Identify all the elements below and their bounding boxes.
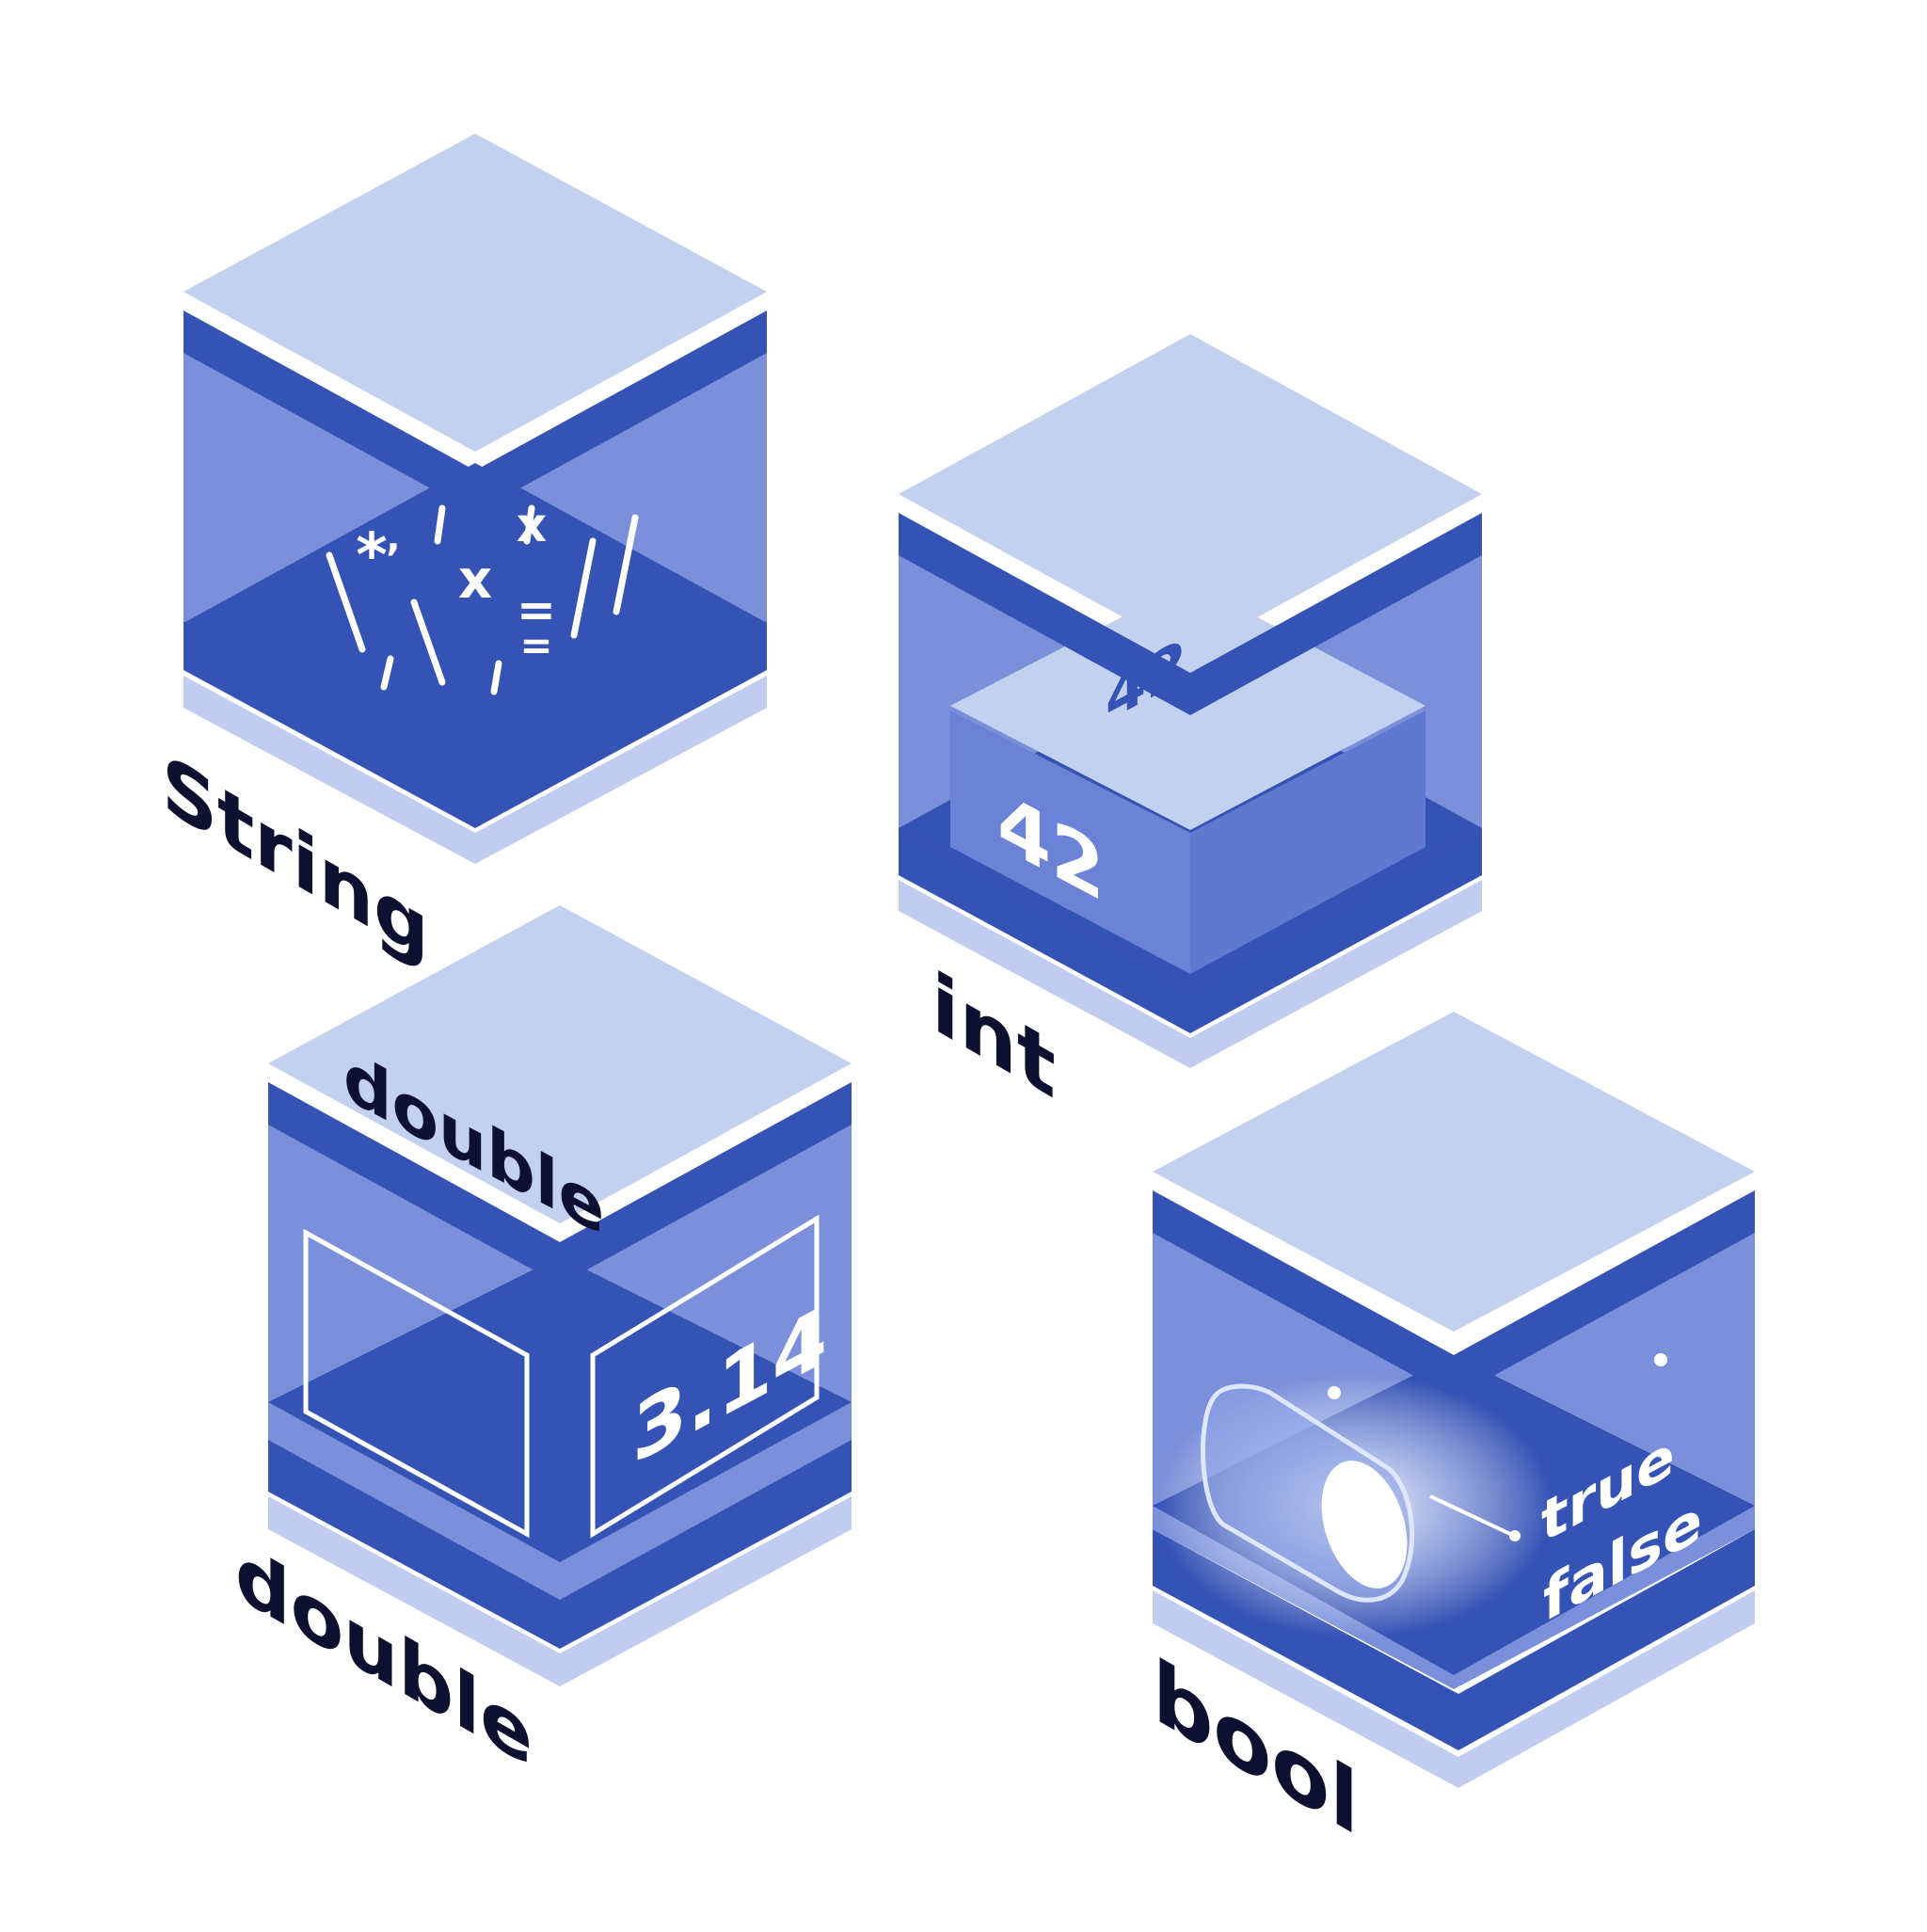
toggle-pointer	[1429, 1494, 1511, 1536]
int-box-lid	[899, 334, 1482, 654]
string-box-lid	[183, 134, 767, 452]
double-box-top-band	[268, 1082, 852, 1285]
toggle-knob	[1321, 1461, 1408, 1589]
bool-box-base	[1153, 1590, 1755, 1788]
int-box-band	[899, 821, 1482, 1033]
int-box-top-band	[899, 513, 1482, 715]
bool-box-top-band	[1153, 1190, 1755, 1397]
svg-text:x: x	[517, 498, 547, 552]
svg-text:=: =	[519, 622, 552, 668]
double-left-panel	[303, 1228, 530, 1539]
double-box-base	[268, 1496, 852, 1686]
double-box	[268, 905, 852, 1686]
toggle-switch-icon	[1157, 1353, 1667, 1637]
bool-box	[1153, 1012, 1755, 1788]
svg-text:=: =	[517, 583, 556, 637]
svg-text:*: *	[356, 521, 387, 591]
double-box-floor	[268, 1256, 852, 1562]
int-box	[899, 334, 1482, 1068]
double-box-band	[268, 1435, 852, 1649]
svg-text:x: x	[458, 550, 492, 611]
string-box-top-band	[183, 311, 767, 513]
int-block-right-face	[1190, 711, 1425, 974]
double-right-panel	[590, 1214, 820, 1539]
bool-box-lid	[1153, 1012, 1755, 1332]
bool-box-band	[1153, 1529, 1755, 1750]
string-box: * , x x = =	[183, 134, 767, 864]
int-block-left-face	[950, 711, 1190, 974]
string-box-floor	[183, 463, 767, 783]
string-box-base	[183, 676, 767, 864]
double-box-lid	[268, 905, 852, 1223]
string-box-band	[183, 616, 767, 828]
string-symbols-icon: * , x x = =	[326, 498, 639, 695]
svg-text:,: ,	[386, 517, 400, 560]
